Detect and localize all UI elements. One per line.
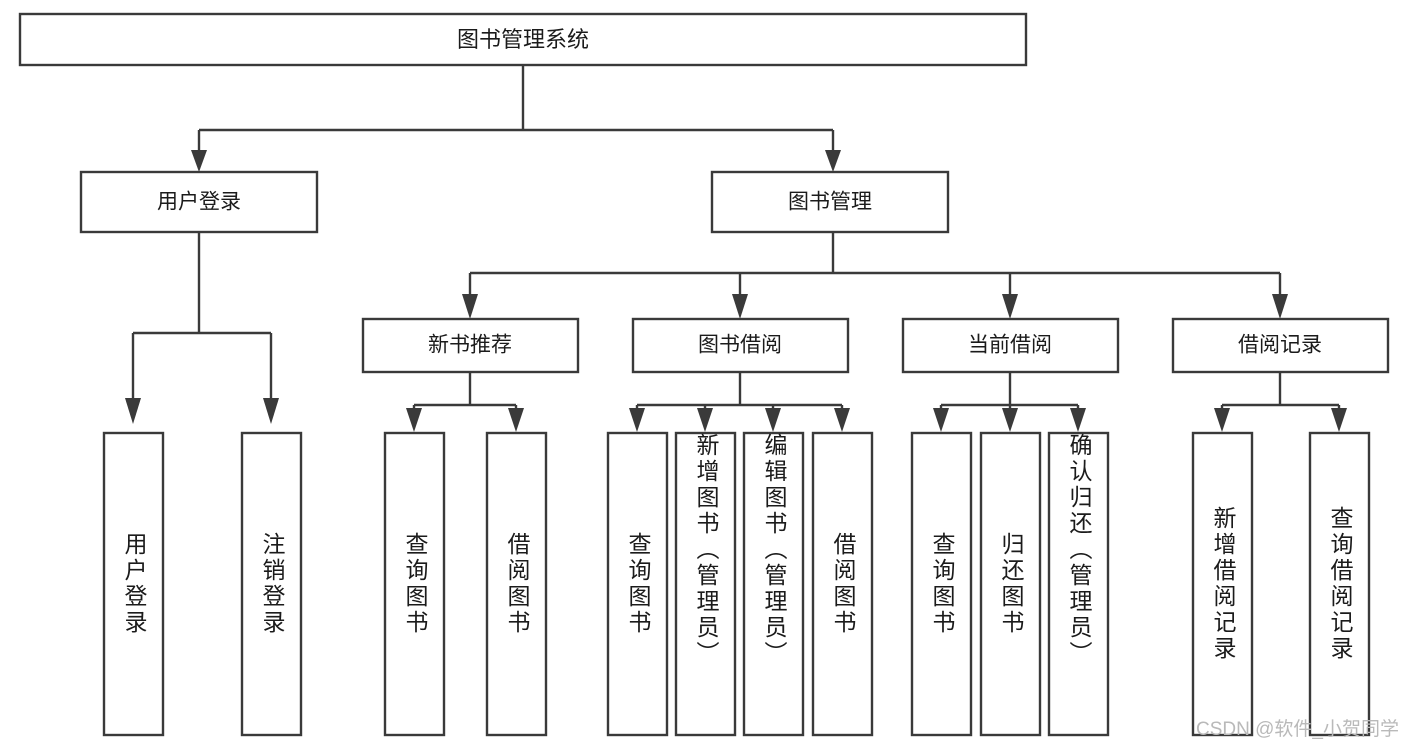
node-book-manage-label: 图书管理 [788, 191, 872, 214]
connector-newbook-to-leaves [406, 372, 524, 432]
node-book-borrow[interactable]: 图书借阅 [631, 317, 850, 374]
connector-bookborrow-to-leaves [629, 372, 850, 432]
node-borrow-record-label: 借阅记录 [1238, 334, 1322, 357]
node-book-borrow-label: 图书借阅 [698, 334, 782, 357]
node-user-login[interactable]: 用户登录 [79, 170, 319, 234]
node-root-system[interactable]: 图书管理系统 [18, 12, 1028, 67]
leaf-box-newbook-query[interactable] [383, 431, 446, 737]
connector-root-to-level1 [191, 65, 841, 172]
node-user-login-label: 用户登录 [157, 191, 241, 214]
node-new-book-recommend-label: 新书推荐 [428, 334, 512, 357]
csdn-watermark: CSDN @软件_小贺同学 [1196, 719, 1399, 740]
node-new-book-recommend[interactable]: 新书推荐 [361, 317, 580, 374]
leaf-box-user-login-login[interactable] [102, 431, 165, 737]
leaf-box-borrowrecord-query[interactable] [1308, 431, 1371, 737]
connector-borrowrecord-to-leaves [1214, 372, 1347, 432]
connector-userlogin-to-leaves [125, 232, 279, 424]
node-root-label: 图书管理系统 [457, 27, 589, 52]
leaf-box-currentborrow-confirm[interactable] [1047, 431, 1110, 737]
connector-currentborrow-to-leaves [933, 372, 1086, 432]
leaf-box-borrowrecord-add[interactable] [1191, 431, 1254, 737]
leaf-box-bookborrow-edit[interactable] [742, 431, 805, 737]
leaf-box-newbook-borrow[interactable] [485, 431, 548, 737]
node-book-manage[interactable]: 图书管理 [710, 170, 950, 234]
leaf-box-currentborrow-query[interactable] [910, 431, 973, 737]
leaf-box-bookborrow-add[interactable] [674, 431, 737, 737]
leaf-box-currentborrow-return[interactable] [979, 431, 1042, 737]
connector-bookmanage-to-level2 [462, 232, 1288, 319]
leaf-box-user-login-logout[interactable] [240, 431, 303, 737]
node-current-borrow-label: 当前借阅 [968, 334, 1052, 357]
node-borrow-record[interactable]: 借阅记录 [1171, 317, 1390, 374]
leaf-box-bookborrow-borrow[interactable] [811, 431, 874, 737]
node-current-borrow[interactable]: 当前借阅 [901, 317, 1120, 374]
leaf-box-bookborrow-query[interactable] [606, 431, 669, 737]
